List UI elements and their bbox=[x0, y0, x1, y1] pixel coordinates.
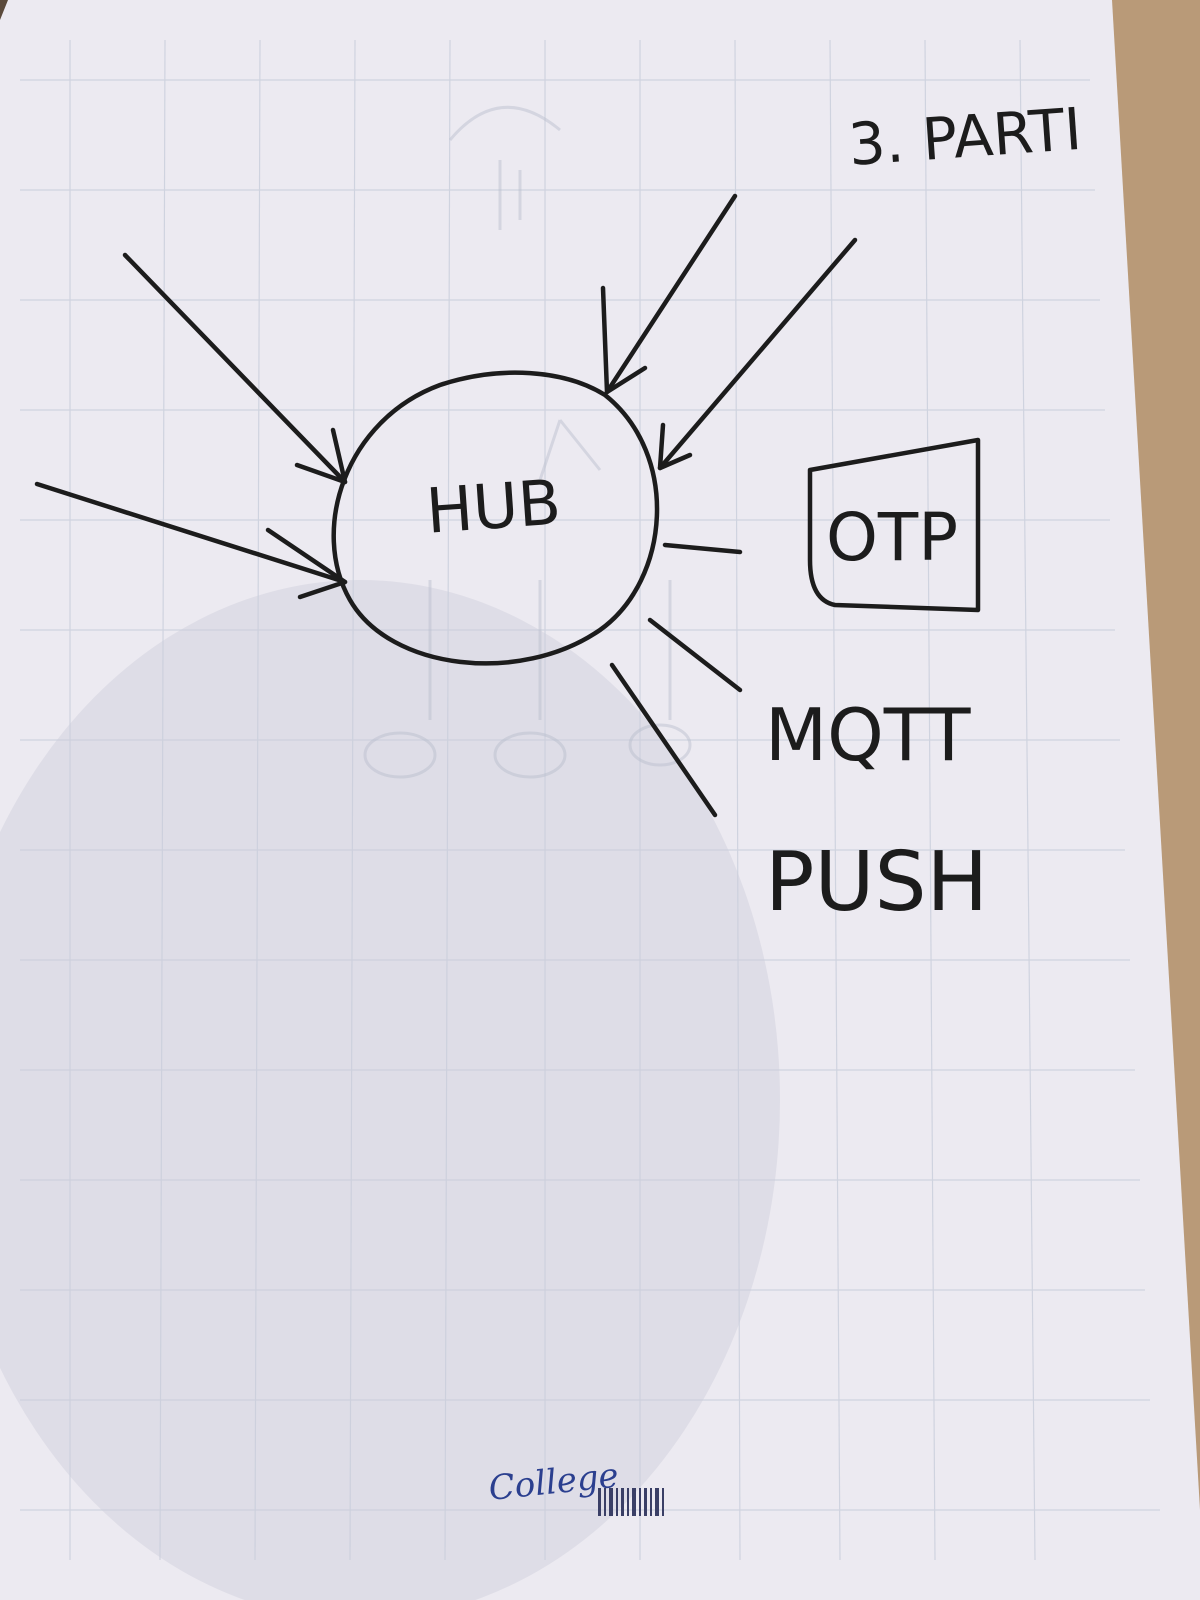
incoming-arrow-3 bbox=[604, 193, 738, 395]
incoming-arrowhead-3 bbox=[600, 285, 648, 395]
hub-circle bbox=[331, 370, 660, 666]
barcode bbox=[598, 1488, 664, 1516]
outgoing-line-push bbox=[609, 662, 718, 818]
third-party-label: 3. PARTI bbox=[846, 95, 1084, 179]
paper-shadow bbox=[0, 580, 780, 1600]
ink-strokes bbox=[34, 193, 981, 818]
incoming-arrow-1 bbox=[122, 252, 348, 485]
mqtt-label: MQTT bbox=[765, 693, 972, 777]
otp-box bbox=[807, 437, 981, 613]
paper-brand-logo: College bbox=[487, 1456, 664, 1516]
incoming-arrowhead-4 bbox=[657, 422, 693, 471]
outgoing-line-mqtt bbox=[647, 617, 743, 693]
incoming-arrow-2 bbox=[34, 481, 348, 585]
incoming-arrowhead-2 bbox=[265, 527, 348, 600]
outgoing-line-otp bbox=[662, 542, 743, 555]
hub-label: HUB bbox=[424, 465, 563, 547]
incoming-arrow-4 bbox=[657, 237, 858, 471]
incoming-arrowhead-1 bbox=[294, 427, 348, 485]
push-label: PUSH bbox=[765, 835, 988, 930]
otp-label: OTP bbox=[826, 499, 958, 576]
grid-lines bbox=[20, 39, 1160, 1561]
ghost-drawing bbox=[363, 105, 692, 779]
